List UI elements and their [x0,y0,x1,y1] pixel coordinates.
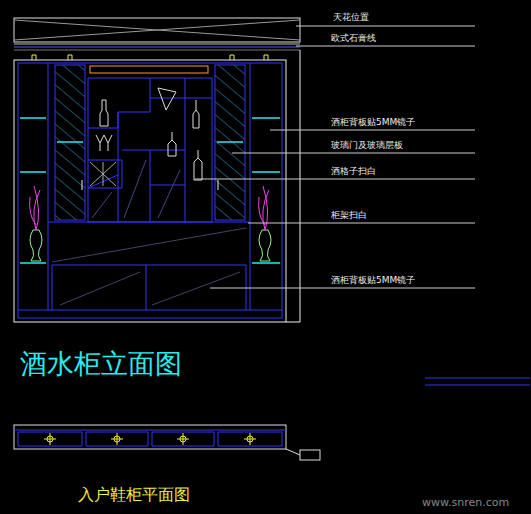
mirror-note: 酒柜背板贴5MM镜子 [331,117,415,127]
shoe-cabinet-plan [14,425,320,460]
rack-note: 酒格子扫白 [331,166,376,176]
ceiling [14,18,300,50]
drawing-title: 酒水柜立面图 [20,348,182,379]
watermark: www.snren.com [422,497,509,510]
glass-note: 玻璃门及玻璃层板 [331,140,403,150]
plan-caption: 入户鞋柜平面图 [78,486,190,504]
leader-lines [195,26,475,288]
molding-note: 欧式石膏线 [331,33,376,43]
mirror-note: 酒柜背板贴5MM镜子 [331,275,415,285]
ceiling-note: 天花位置 [333,12,369,22]
frame-note: 柜架扫白 [331,210,367,220]
cabinet-frame [14,50,300,322]
